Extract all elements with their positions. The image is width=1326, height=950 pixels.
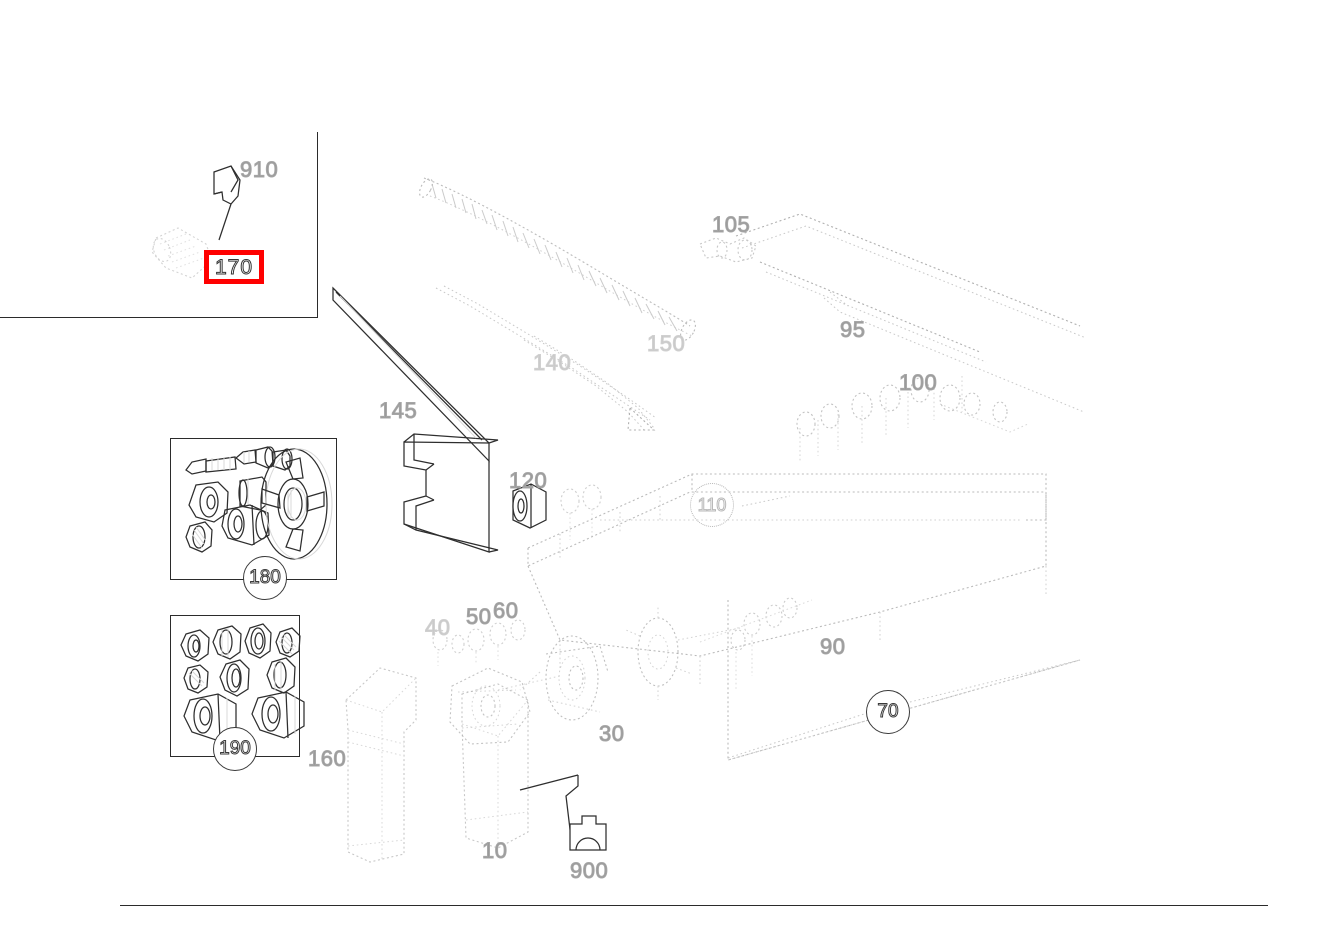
part-label-100: 100 bbox=[898, 370, 938, 396]
part-label-150: 150 bbox=[646, 331, 686, 357]
balloon-180[interactable]: 180 bbox=[243, 556, 287, 600]
inset-topleft-artwork bbox=[151, 165, 241, 279]
part-label-145: 145 bbox=[378, 398, 418, 424]
inset-190-artwork bbox=[180, 623, 305, 741]
part-label-60: 60 bbox=[492, 598, 519, 624]
part-label-900: 900 bbox=[569, 858, 609, 884]
part-145-rail bbox=[332, 286, 499, 553]
part-label-50: 50 bbox=[465, 604, 492, 630]
part-120-bushing bbox=[512, 483, 547, 529]
highlight-label: 170 bbox=[214, 255, 254, 279]
balloon-70[interactable]: 70 bbox=[866, 690, 910, 734]
part-label-40: 40 bbox=[424, 615, 451, 641]
part-900-sensor bbox=[519, 774, 607, 851]
part-160-body bbox=[345, 667, 417, 863]
part-label-140: 140 bbox=[532, 350, 572, 376]
main-assembly-artwork bbox=[332, 177, 1087, 863]
part-label-95: 95 bbox=[839, 317, 866, 343]
part-label-10: 10 bbox=[481, 838, 508, 864]
inset-frame-topleft bbox=[0, 132, 318, 318]
part-label-910: 910 bbox=[239, 157, 279, 183]
part-label-90: 90 bbox=[819, 634, 846, 660]
part-label-160: 160 bbox=[307, 746, 347, 772]
manifold-body bbox=[527, 473, 1081, 761]
balloon-190[interactable]: 190 bbox=[213, 727, 257, 771]
part-label-120: 120 bbox=[508, 468, 548, 494]
part-10-body bbox=[461, 683, 529, 849]
inset-180-artwork bbox=[185, 446, 333, 560]
part-label-30: 30 bbox=[598, 721, 625, 747]
footer-divider bbox=[120, 905, 1268, 907]
balloon-110[interactable]: 110 bbox=[690, 483, 734, 527]
highlighted-part-number-170[interactable]: 170 bbox=[204, 250, 264, 284]
part-label-105: 105 bbox=[711, 212, 751, 238]
